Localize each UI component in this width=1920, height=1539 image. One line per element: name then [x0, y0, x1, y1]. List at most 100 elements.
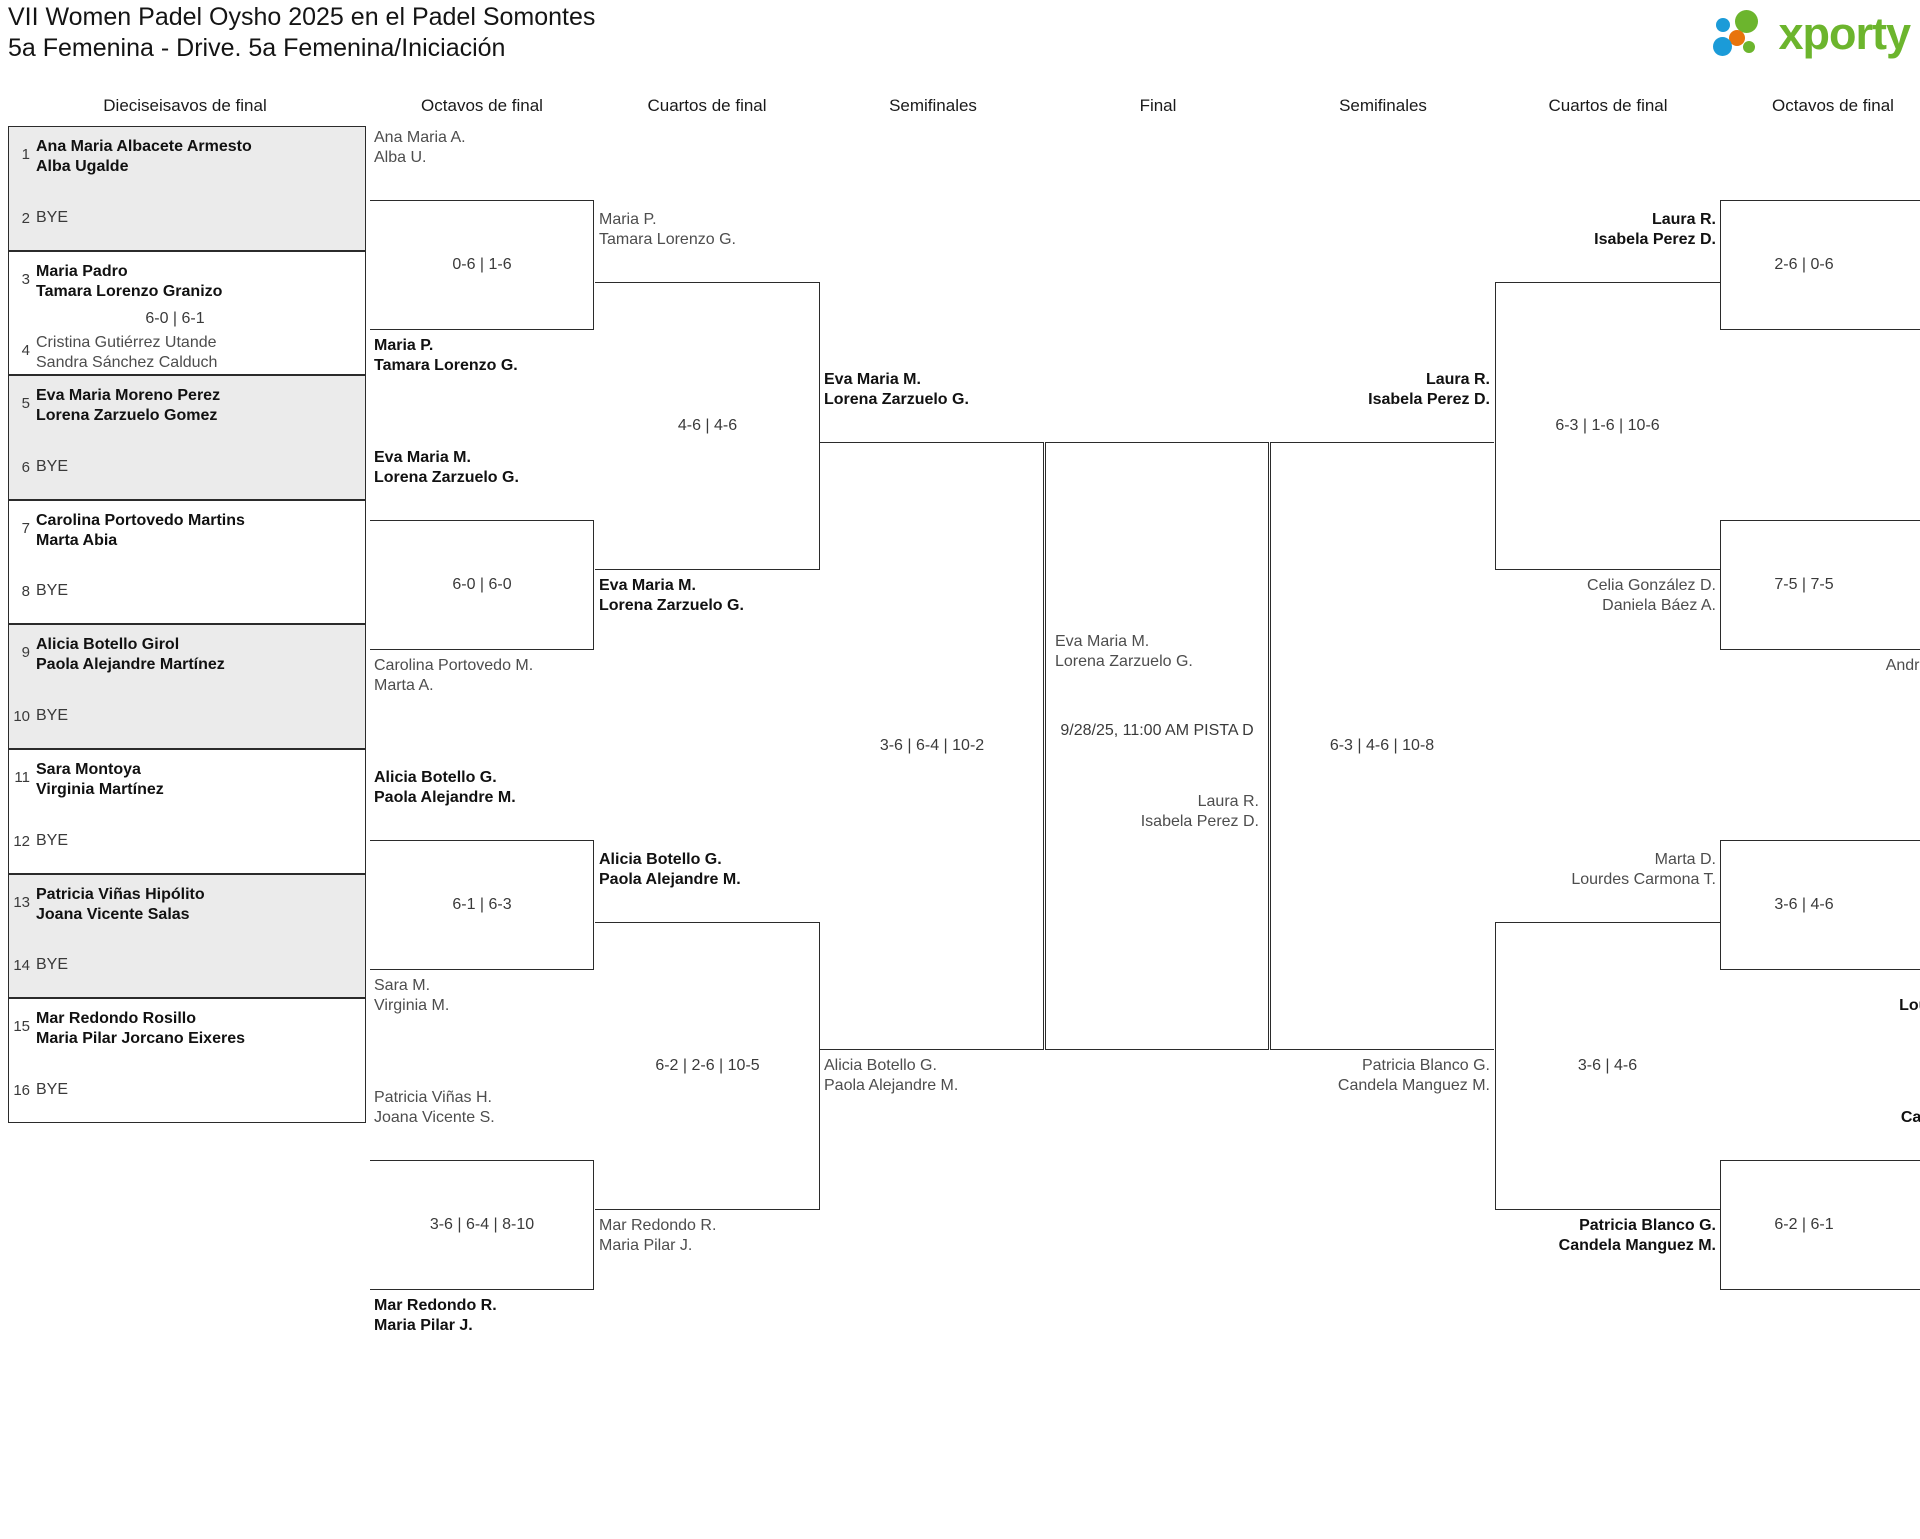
score-cuartos-left-1[interactable]: 6-2 | 2-6 | 10-5 [655, 1057, 760, 1074]
seed-pair-5[interactable] [8, 749, 366, 874]
cuartos-left-top-0[interactable]: Maria P.Tamara Lorenzo G. [599, 210, 736, 250]
player-line-1: Patricia Blanco [1901, 1088, 1920, 1108]
player-line-1: Marta [1899, 976, 1920, 996]
score-octavos-left-0[interactable]: 0-6 | 1-6 [452, 256, 512, 273]
octavos-right-top-3[interactable]: Patricia BlancoCandela Manguez [1901, 1088, 1920, 1128]
player-line-1: Marta D. [1654, 851, 1716, 868]
octavos-left-bottom-1[interactable]: Carolina Portovedo M. Marta A. [374, 656, 533, 696]
player-line-2: Sandra Sánchez Calduch [36, 354, 218, 372]
player-line-2: Lorena Zarzuelo Gomez [36, 407, 218, 425]
cuartos-right-bottom-0[interactable]: Celia González D. Daniela Báez A. [1587, 576, 1716, 616]
octavos-left-top-3[interactable]: Patricia Viñas H.Joana Vicente S. [374, 1088, 495, 1128]
seed-pair-7[interactable] [8, 998, 366, 1123]
score-octavos-right-2[interactable]: 3-6 | 4-6 [1774, 896, 1834, 913]
score-octavos-right-3[interactable]: 6-2 | 6-1 [1774, 1216, 1834, 1233]
player-line-1: Alicia Botello G. [824, 1057, 937, 1074]
player-line-2: Lorena Zarzuelo G. [1055, 653, 1193, 670]
cuartos-right-top-1[interactable]: Marta D. Lourdes Carmona T. [1571, 850, 1716, 890]
player-line-2: Daniela Báez A. [1602, 597, 1716, 614]
semifinal-left-bottom[interactable]: Alicia Botello G.Paola Alejandre M. [824, 1056, 958, 1096]
score-octavos-right-0[interactable]: 2-6 | 0-6 [1774, 256, 1834, 273]
seed-pair-3[interactable] [8, 499, 366, 625]
player-line-1: Alicia Botello G. [374, 769, 497, 786]
page-title: VII Women Padel Oysho 2025 en el Padel S… [8, 2, 595, 64]
score-cuartos-left-0[interactable]: 4-6 | 4-6 [677, 417, 738, 434]
seed-pair-6[interactable] [8, 873, 366, 999]
seed-number: 3 [21, 270, 30, 288]
cuartos-right-top-0[interactable]: Laura R. Isabela Perez D. [1594, 210, 1716, 250]
seed-pair-4[interactable] [8, 624, 366, 749]
player-line-2: Joana Vicente Salas [36, 905, 190, 923]
cuartos-right-box-1 [1495, 922, 1720, 1210]
player-line-1: Sara M. [374, 977, 431, 994]
semifinal-left-top[interactable]: Eva Maria M. Lorena Zarzuelo G. [824, 370, 969, 410]
semifinal-right-bottom[interactable]: Patricia Blanco G. Candela Manguez M. [1338, 1056, 1490, 1096]
cuartos-left-bottom-1[interactable]: Mar Redondo R.Maria Pilar J. [599, 1216, 716, 1256]
player-line-2: Tamara Lorenzo G. [599, 231, 736, 248]
player-line-2: Marta Abia [36, 531, 118, 549]
score-semifinal-right[interactable]: 6-3 | 4-6 | 10-8 [1329, 737, 1435, 754]
player-line-1: Eva Maria M. [824, 371, 921, 388]
octavos-left-top-1[interactable]: Eva Maria M.Lorena Zarzuelo G. [374, 448, 519, 488]
score-round16-m2[interactable]: 6-0 | 6-1 [145, 309, 205, 327]
score-octavos-left-3[interactable]: 3-6 | 6-4 | 8-10 [429, 1216, 535, 1233]
score-octavos-right-1[interactable]: 7-5 | 7-5 [1774, 576, 1834, 593]
cuartos-left-bottom-0[interactable]: Eva Maria M.Lorena Zarzuelo G. [599, 576, 744, 616]
octavos-left-bottom-3[interactable]: Mar Redondo R.Maria Pilar J. [374, 1296, 497, 1336]
cuartos-left-top-1[interactable]: Alicia Botello G.Paola Alejandre M. [599, 850, 741, 890]
player-line-2: Lorena Zarzuelo G. [824, 391, 969, 408]
final-right-player[interactable]: Laura R.Isabela Perez D. [1141, 792, 1259, 832]
player-line-1: Patricia Blanco G. [1579, 1217, 1716, 1234]
octavos-left-top-0[interactable]: Ana Maria A.Alba U. [374, 128, 466, 168]
player-line-2: Isabela Perez D. [1594, 231, 1716, 248]
semifinal-left-box [820, 442, 1044, 1050]
cuartos-right-bottom-1[interactable]: Patricia Blanco G.Candela Manguez M. [1559, 1216, 1716, 1256]
semifinal-right-top[interactable]: Laura R.Isabela Perez D. [1368, 370, 1490, 410]
xporty-logo[interactable]: xporty [1713, 4, 1911, 62]
seed-pair-2[interactable] [8, 375, 366, 500]
player-line-2: Lourdes Carmona T. [1571, 871, 1716, 888]
player-line-1: Laura R. [1651, 211, 1716, 228]
player-line-2: Maria Pilar J. [599, 1237, 693, 1254]
player-line-1: Patricia Blanco G. [1361, 1057, 1490, 1074]
player-line-1: Laura R. [1197, 793, 1259, 810]
final-left-player[interactable]: Eva Maria M.Lorena Zarzuelo G. [1055, 632, 1193, 672]
player-line-2: Marta A. [374, 677, 434, 694]
seed-pair-1[interactable] [8, 250, 366, 376]
score-octavos-left-1[interactable]: 6-0 | 6-0 [452, 576, 512, 593]
player-line-1: Carolina Portovedo M. [374, 657, 534, 674]
round-header-3: Semifinales [889, 96, 977, 115]
octavos-left-bottom-0[interactable]: Maria P.Tamara Lorenzo G. [374, 336, 518, 376]
player-line-2: Candela Manguez M. [1337, 1077, 1490, 1094]
player-line-1: Ana Maria Albacete Armesto [36, 138, 252, 155]
octavos-right-bottom-1[interactable]: Andreina DomínguezAndrea León [1886, 656, 1920, 696]
player-line-1: Patricia Viñas Hipólito [36, 885, 205, 903]
octavos-left-bottom-2[interactable]: Sara M.Virginia M. [374, 976, 449, 1016]
score-cuartos-right-1[interactable]: 3-6 | 4-6 [1577, 1057, 1638, 1074]
octavos-left-top-2[interactable]: Alicia Botello G.Paola Alejandre M. [374, 768, 516, 808]
seed-number: 8 [21, 583, 30, 601]
score-cuartos-right-0[interactable]: 6-3 | 1-6 | 10-6 [1555, 417, 1660, 434]
seed-number: 9 [21, 644, 30, 662]
score-semifinal-left[interactable]: 3-6 | 6-4 | 10-2 [879, 737, 985, 754]
score-octavos-left-2[interactable]: 6-1 | 6-3 [452, 896, 512, 913]
octavos-right-bottom-2[interactable]: MartaLourdes Carmona [1899, 976, 1920, 1016]
round-header-4: Final [1139, 96, 1177, 115]
final-schedule[interactable]: 9/28/25, 11:00 AM PISTA D [1060, 722, 1254, 739]
xporty-wordmark: xporty [1778, 7, 1911, 59]
seed-pair-0[interactable] [8, 126, 366, 251]
xporty-dots-icon [1713, 8, 1771, 58]
bye-label: BYE [36, 457, 69, 475]
player-line-2: Tamara Lorenzo G. [374, 357, 518, 374]
final-box [1045, 442, 1269, 1050]
player-line-1: Celia González D. [1587, 577, 1716, 594]
